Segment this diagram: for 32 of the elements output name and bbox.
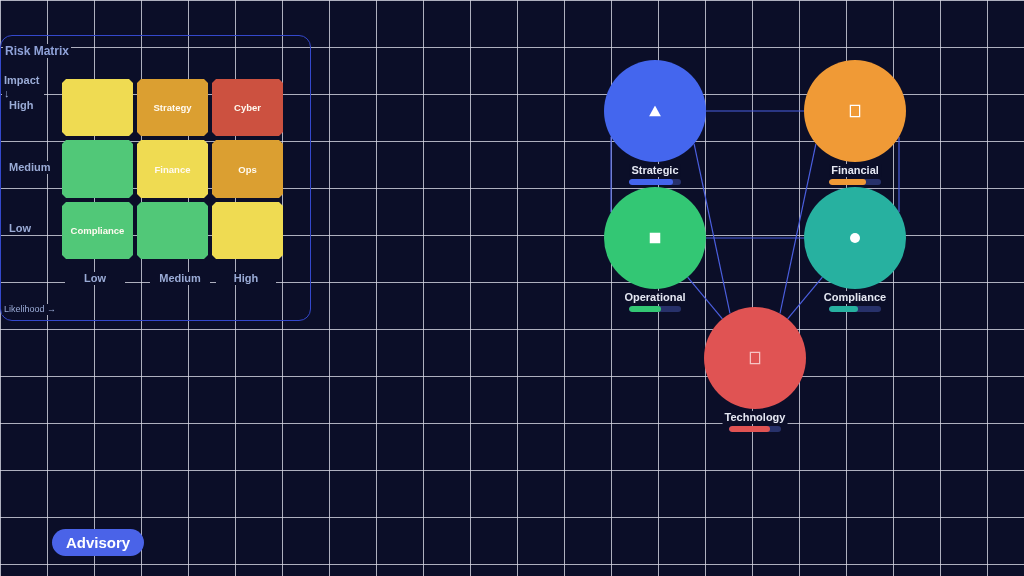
connector-line <box>787 276 823 320</box>
axis-label: High <box>7 99 36 112</box>
matrix-panel <box>0 35 311 321</box>
risk-cell: Strategy <box>137 79 208 136</box>
connector-line <box>610 136 612 213</box>
risk-cell <box>62 79 133 136</box>
connector-line <box>779 143 817 315</box>
risk-cell: Compliance <box>62 202 133 259</box>
connector-line <box>693 143 731 315</box>
risk-cell: Finance <box>137 140 208 198</box>
tag-pill: Advisory <box>52 529 144 556</box>
connector-line <box>687 276 723 320</box>
risk-cell <box>137 202 208 259</box>
connector-line <box>898 136 900 213</box>
axis-label: Medium <box>150 272 210 285</box>
axis-title: Impact ↓ <box>2 74 44 100</box>
risk-cell: Cyber <box>212 79 283 136</box>
node-label: Technology <box>722 411 788 424</box>
connector-line <box>705 237 805 239</box>
risk-cell <box>62 140 133 198</box>
axis-label: Medium <box>7 161 53 174</box>
axis-label: High <box>216 272 276 285</box>
node-label: Strategic <box>629 164 681 177</box>
axis-label: Low <box>65 272 125 285</box>
axis-label: Low <box>7 222 33 235</box>
risk-cell <box>212 202 283 259</box>
node-label: Operational <box>622 291 688 304</box>
node-label: Financial <box>829 164 881 177</box>
panel-title: Risk Matrix <box>3 44 72 58</box>
connector-line <box>705 110 805 112</box>
node-label: Compliance <box>821 291 889 304</box>
risk-cell: Ops <box>212 140 283 198</box>
